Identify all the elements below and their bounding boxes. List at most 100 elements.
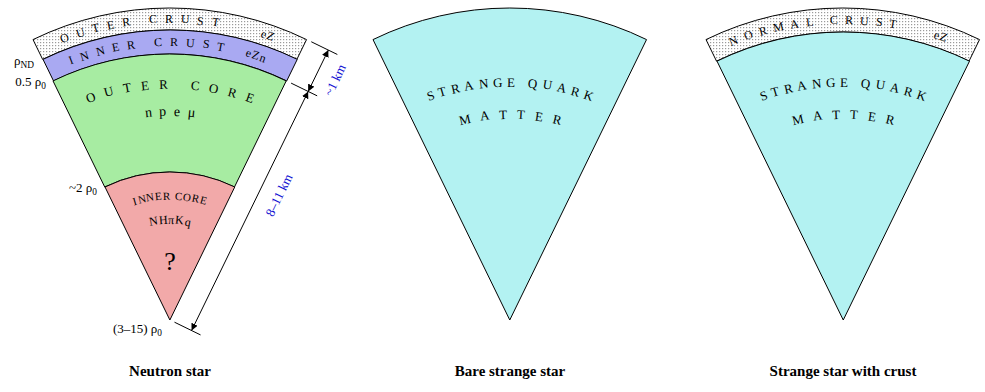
band-outline bbox=[53, 54, 286, 187]
unknown-mark: ? bbox=[164, 249, 176, 275]
glyph: S bbox=[425, 88, 436, 103]
glyph: U bbox=[103, 84, 115, 99]
glyph: U bbox=[542, 78, 553, 92]
glyph: T bbox=[216, 40, 225, 53]
layer-label: STRANGE QUARK MATTER bbox=[423, 75, 596, 127]
glyph: C bbox=[148, 13, 157, 25]
glyph: R bbox=[783, 81, 794, 96]
inner-core-region: INNER CORENHπKq? bbox=[103, 170, 237, 322]
glyph: T bbox=[211, 16, 220, 29]
glyph: M bbox=[457, 111, 471, 126]
glyph: I bbox=[67, 54, 75, 67]
glyph: O bbox=[183, 191, 192, 203]
glyph bbox=[137, 14, 141, 26]
glyph: A bbox=[796, 78, 807, 92]
glyph: N bbox=[148, 215, 159, 228]
label-main: ρ bbox=[14, 53, 21, 68]
glyph: C bbox=[190, 78, 200, 92]
label-subscript: ND bbox=[21, 59, 35, 69]
glyph bbox=[153, 105, 157, 119]
glyph: U bbox=[186, 36, 196, 49]
layer-label: STRANGE QUARK MATTER bbox=[756, 75, 929, 127]
glyph: O bbox=[84, 90, 97, 105]
glyph: N bbox=[478, 77, 489, 91]
glyph: N bbox=[727, 34, 739, 48]
composition-label: NHπKq bbox=[146, 213, 195, 229]
dimension-label: ~1 km bbox=[322, 62, 350, 99]
glyph: O bbox=[58, 31, 70, 45]
glyph: H bbox=[158, 214, 167, 227]
layer-label: NORMAL CRUST bbox=[726, 13, 900, 48]
glyph bbox=[168, 105, 172, 119]
glyph: E bbox=[140, 78, 149, 92]
caption: Strange star with crust bbox=[770, 363, 917, 380]
band-outline bbox=[105, 172, 235, 320]
glyph: E bbox=[199, 194, 208, 206]
band-shape bbox=[371, 6, 649, 322]
glyph: S bbox=[875, 16, 883, 29]
glyph: A bbox=[812, 109, 823, 123]
glyph: E bbox=[867, 109, 877, 123]
glyph: A bbox=[556, 80, 568, 95]
glyph: R bbox=[165, 13, 173, 25]
glyph: A bbox=[889, 80, 901, 95]
glyph: N bbox=[145, 192, 155, 204]
layer-label: INNER CRUST bbox=[64, 35, 228, 67]
glyph: C bbox=[175, 191, 183, 202]
glyph: R bbox=[450, 81, 461, 96]
glyph bbox=[177, 78, 181, 91]
glyph: T bbox=[832, 107, 840, 120]
label-subscript: 0 bbox=[157, 327, 162, 337]
glyph: e bbox=[174, 105, 181, 119]
outer-core-band: OUTER COREn p e μ bbox=[51, 52, 288, 189]
density-label: (3–15) ρ0 bbox=[113, 322, 162, 337]
glyph: q bbox=[184, 215, 192, 228]
dimension-tick bbox=[291, 83, 317, 96]
glyph: T bbox=[499, 107, 507, 120]
glyph: N bbox=[811, 77, 822, 91]
glyph: S bbox=[202, 38, 210, 51]
glyph: K bbox=[175, 214, 185, 227]
glyph bbox=[820, 15, 824, 27]
layer-label: INNER CORE bbox=[128, 190, 210, 208]
glyph: S bbox=[758, 88, 769, 103]
density-label: ρND bbox=[14, 54, 34, 69]
glyph: T bbox=[90, 22, 100, 35]
glyph: π bbox=[168, 214, 174, 226]
glyph: R bbox=[757, 24, 768, 38]
glyph: A bbox=[463, 78, 474, 92]
layer-label: OUTER CORE bbox=[83, 77, 257, 106]
glyph: S bbox=[197, 14, 205, 27]
density-label: 0.5 ρ0 bbox=[15, 75, 46, 90]
glyph: R bbox=[845, 14, 853, 26]
glyph: n bbox=[144, 106, 152, 121]
glyph: C bbox=[830, 14, 838, 26]
label-main: ~2 ρ bbox=[69, 180, 92, 195]
glyph: T bbox=[888, 18, 897, 31]
glyph bbox=[520, 76, 524, 89]
glyph: E bbox=[106, 18, 116, 31]
glyph: p bbox=[159, 105, 166, 119]
dimension-tick bbox=[311, 42, 337, 55]
caption: Bare strange star bbox=[455, 363, 566, 380]
glyph: R bbox=[163, 190, 171, 201]
label-subscript: 0 bbox=[41, 80, 46, 90]
glyph: μ bbox=[187, 106, 196, 121]
glyph: R bbox=[170, 36, 178, 48]
glyph: C bbox=[154, 36, 163, 48]
glyph: R bbox=[121, 16, 131, 29]
glyph: Z bbox=[265, 30, 276, 44]
glyph: O bbox=[208, 81, 220, 96]
glyph: L bbox=[805, 15, 814, 28]
glyph: R bbox=[227, 85, 239, 100]
glyph: N bbox=[136, 193, 146, 206]
glyph: E bbox=[111, 41, 121, 54]
composition-label: n p e μ bbox=[140, 104, 199, 121]
glyph: E bbox=[507, 75, 515, 88]
quark-matter-region: STRANGE QUARK MATTER bbox=[715, 30, 972, 322]
glyph: R bbox=[159, 77, 168, 90]
glyph: U bbox=[860, 14, 870, 27]
glyph: Q bbox=[528, 76, 539, 90]
glyph: R bbox=[127, 38, 137, 51]
